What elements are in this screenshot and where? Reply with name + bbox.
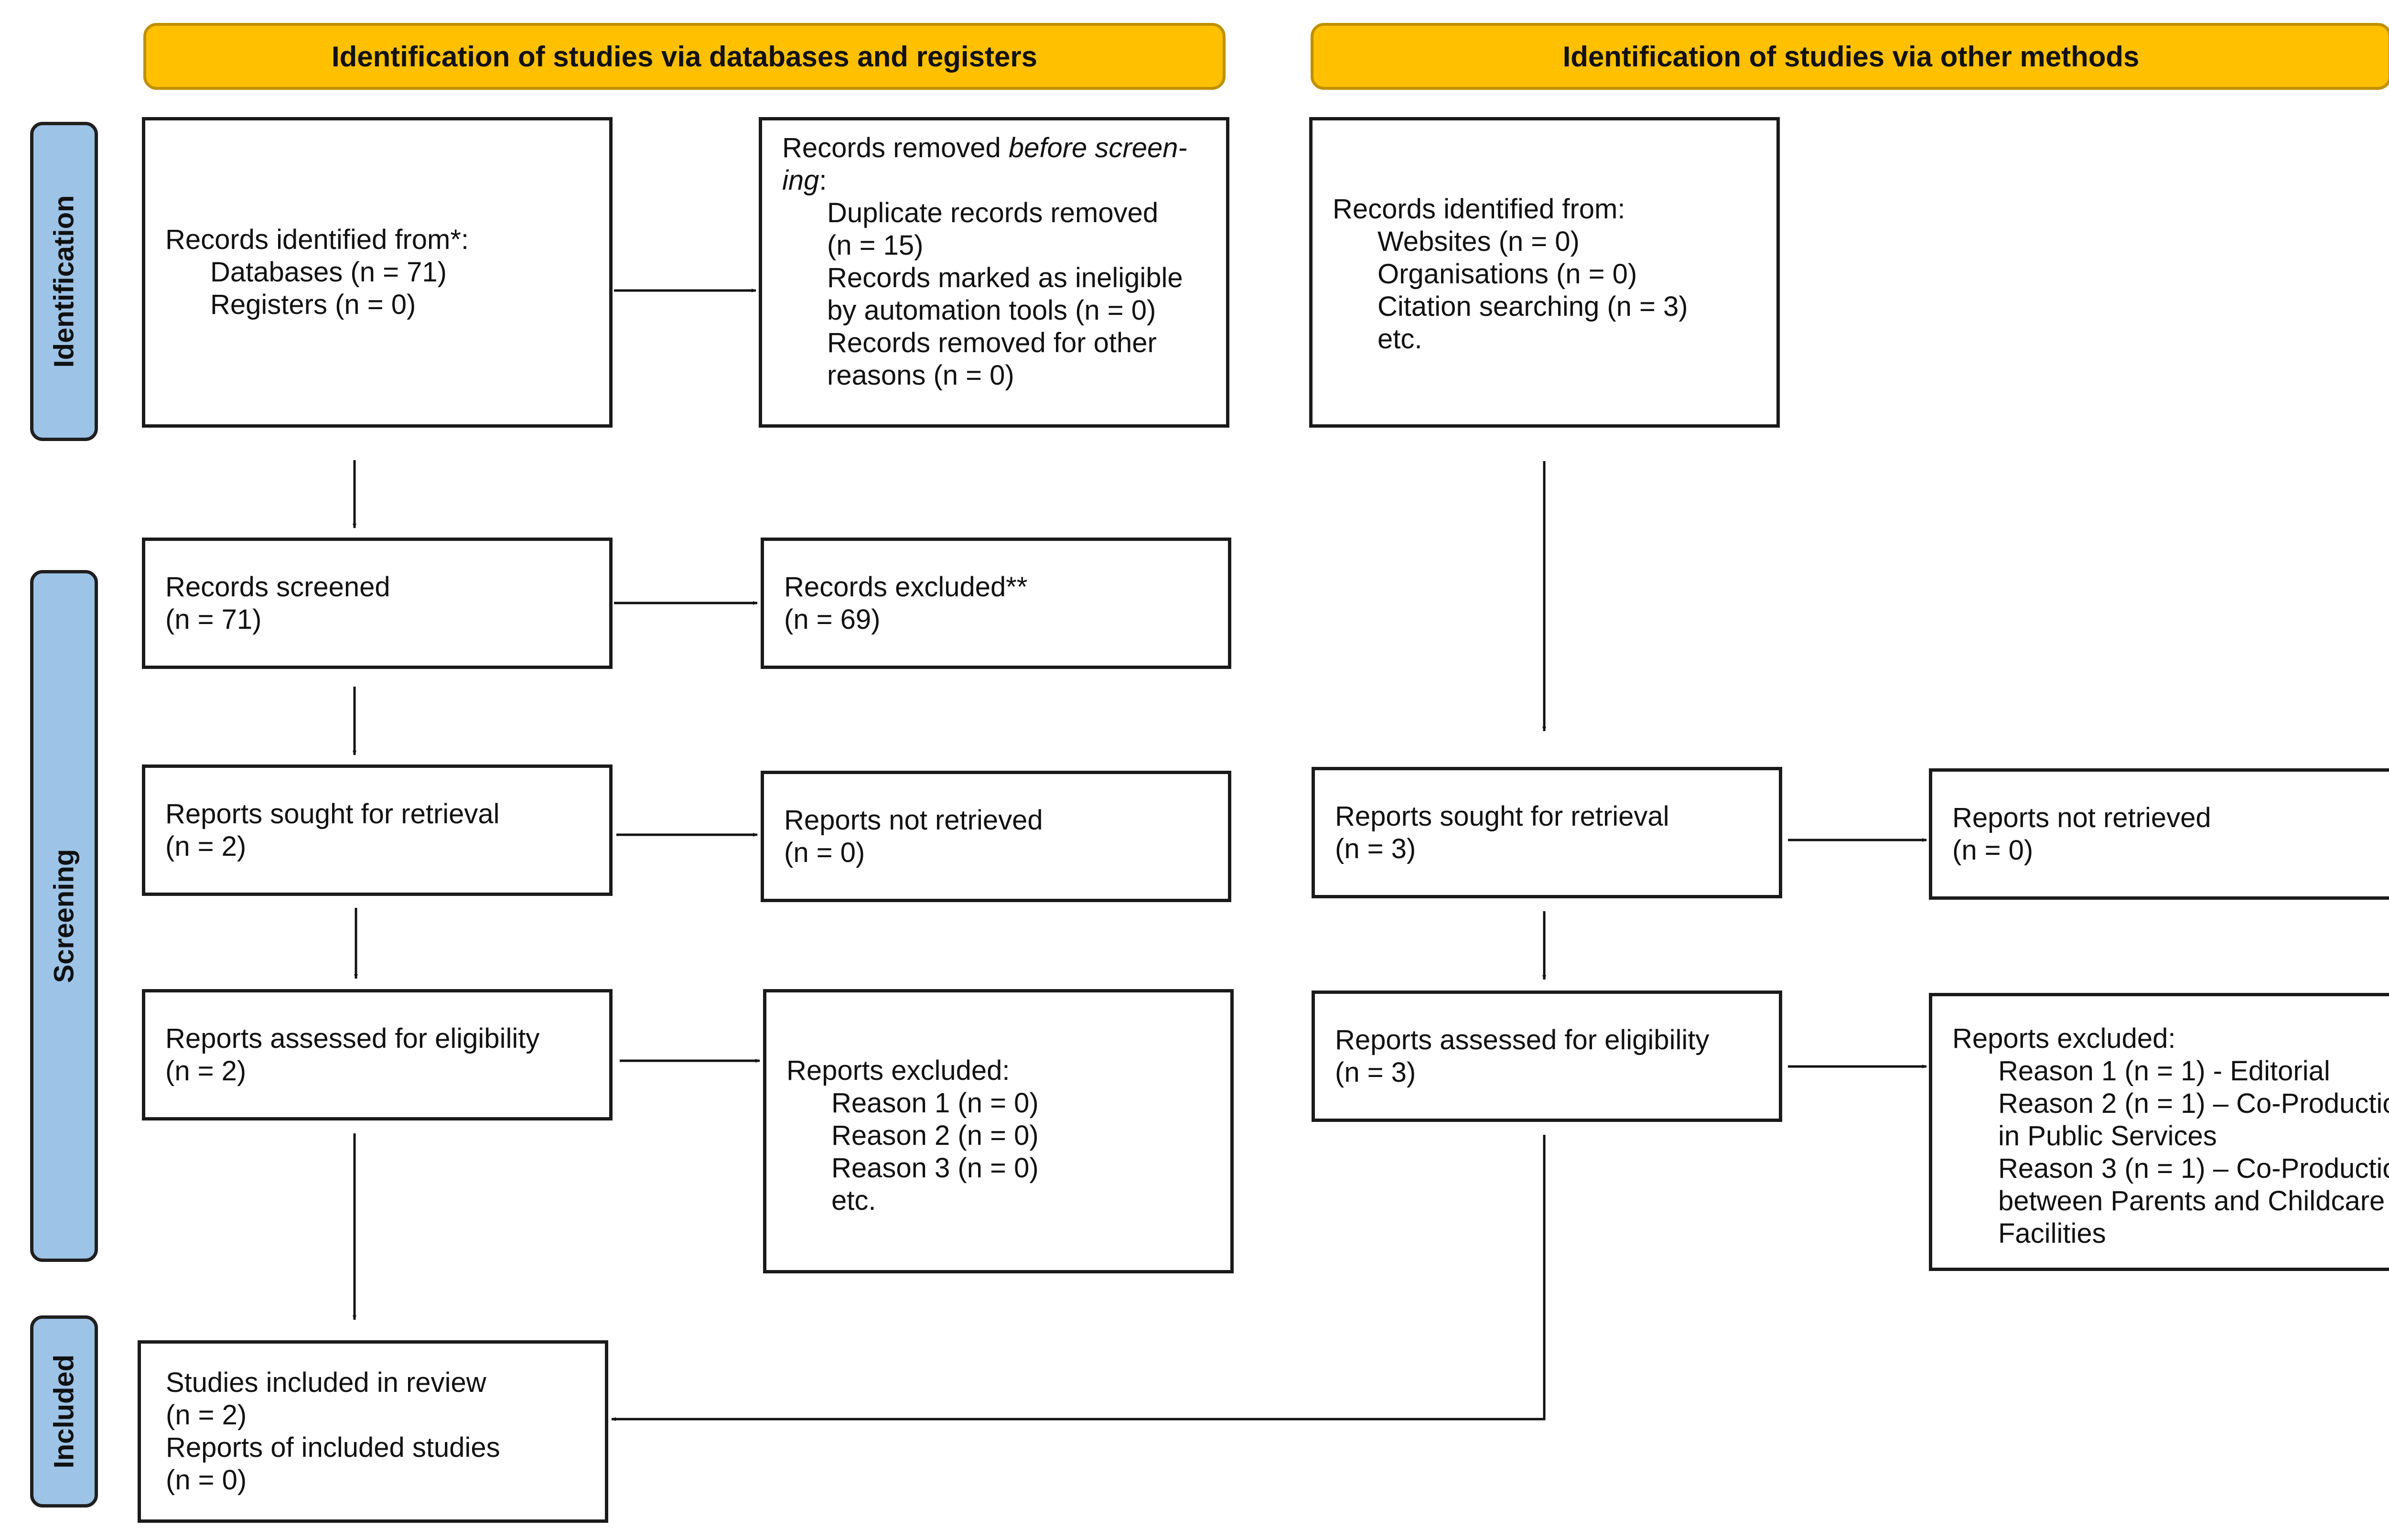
- other-reason-3: Reason 3 (n = 1) – Co-Production: [1998, 1153, 2389, 1184]
- studies-included-title: Studies included in review: [166, 1367, 486, 1398]
- records-excluded-box: Records excluded** (n = 69): [761, 538, 1231, 669]
- reports-not-retrieved-box: Reports not retrieved (n = 0): [761, 771, 1231, 902]
- phase-identification: Identification: [30, 122, 98, 441]
- other-removed: Records removed for other: [827, 327, 1157, 358]
- other-reason-3-cont: between Parents and Childcare: [1998, 1185, 2385, 1217]
- reports-assessed-count: (n = 2): [165, 1055, 247, 1087]
- header-other-methods: Identification of studies via other meth…: [1311, 23, 2389, 90]
- registers-count: Registers (n = 0): [210, 289, 416, 320]
- reports-assessed-box: Reports assessed for eligibility (n = 2): [142, 989, 613, 1120]
- other-reason-3-cont2: Facilities: [1998, 1218, 2106, 1249]
- other-reports-assessed-box: Reports assessed for eligibility (n = 3): [1312, 991, 1782, 1122]
- other-reports-not-retrieved-title: Reports not retrieved: [1952, 802, 2211, 833]
- records-screened-title: Records screened: [165, 571, 390, 603]
- records-excluded-count: (n = 69): [784, 603, 881, 635]
- duplicate-removed: Duplicate records removed: [827, 197, 1159, 228]
- reports-sought-box: Reports sought for retrieval (n = 2): [142, 765, 613, 896]
- reports-included-title: Reports of included studies: [166, 1432, 500, 1463]
- citation-searching-count: Citation searching (n = 3): [1377, 291, 1688, 322]
- reports-assessed-title: Reports assessed for eligibility: [165, 1023, 540, 1054]
- other-reports-assessed-title: Reports assessed for eligibility: [1335, 1024, 1710, 1055]
- other-removed-count: reasons (n = 0): [827, 360, 1014, 391]
- websites-count: Websites (n = 0): [1377, 226, 1580, 257]
- reason-3: Reason 3 (n = 0): [831, 1152, 1039, 1184]
- records-excluded-title: Records excluded**: [784, 571, 1028, 603]
- reports-not-retrieved-title: Reports not retrieved: [784, 804, 1043, 836]
- other-reason-1: Reason 1 (n = 1) - Editorial: [1998, 1055, 2330, 1087]
- reports-sought-count: (n = 2): [165, 830, 247, 862]
- reasons-etc: etc.: [831, 1185, 876, 1216]
- reports-included-count: (n = 0): [166, 1465, 247, 1496]
- ineligible-marked: Records marked as ineligible: [827, 262, 1183, 293]
- reports-excluded-title: Reports excluded:: [786, 1055, 1010, 1086]
- other-reports-sought-title: Reports sought for retrieval: [1335, 800, 1669, 832]
- studies-included-box: Studies included in review (n = 2) Repor…: [138, 1340, 608, 1523]
- other-reason-2: Reason 2 (n = 1) – Co-Production: [1998, 1088, 2389, 1119]
- other-reports-not-retrieved-box: Reports not retrieved (n = 0): [1929, 768, 2389, 900]
- records-removed-title: Records removed before screen-: [782, 132, 1187, 163]
- records-identified-title: Records identified from*:: [165, 224, 469, 255]
- organisations-count: Organisations (n = 0): [1377, 258, 1637, 290]
- other-identified-title: Records identified from:: [1333, 194, 1625, 225]
- phase-included: Included: [30, 1315, 98, 1508]
- records-identified-box: Records identified from*: Databases (n =…: [142, 117, 613, 428]
- reason-1: Reason 1 (n = 0): [831, 1088, 1039, 1119]
- reports-excluded-box: Reports excluded: Reason 1 (n = 0) Reaso…: [763, 989, 1234, 1273]
- records-screened-count: (n = 71): [165, 603, 262, 635]
- other-reports-excluded-box: Reports excluded: Reason 1 (n = 1) - Edi…: [1929, 993, 2389, 1271]
- phase-screening: Screening: [30, 570, 98, 1262]
- other-reports-not-retrieved-count: (n = 0): [1952, 834, 2034, 866]
- records-removed-box: Records removed before screen- ing: Dupl…: [759, 117, 1229, 428]
- databases-count: Databases (n = 71): [210, 257, 447, 288]
- other-reports-assessed-count: (n = 3): [1335, 1056, 1416, 1088]
- studies-included-count: (n = 2): [166, 1400, 247, 1431]
- reports-not-retrieved-count: (n = 0): [784, 837, 865, 868]
- other-records-identified-box: Records identified from: Websites (n = 0…: [1309, 117, 1780, 428]
- other-reports-sought-count: (n = 3): [1335, 833, 1416, 864]
- other-reports-excluded-title: Reports excluded:: [1952, 1023, 2176, 1054]
- duplicate-removed-count: (n = 15): [827, 230, 924, 261]
- reports-sought-title: Reports sought for retrieval: [165, 798, 500, 829]
- other-reports-sought-box: Reports sought for retrieval (n = 3): [1312, 767, 1782, 898]
- ineligible-marked-count: by automation tools (n = 0): [827, 295, 1156, 326]
- other-reason-2-cont: in Public Services: [1998, 1120, 2217, 1152]
- header-other-label: Identification of studies via other meth…: [1562, 40, 2140, 73]
- header-databases-label: Identification of studies via databases …: [331, 40, 1038, 73]
- records-removed-title-cont: ing:: [782, 165, 827, 196]
- arrow-other-assessed-to-included: [611, 1135, 1546, 1421]
- header-databases-registers: Identification of studies via databases …: [143, 23, 1226, 90]
- other-identified-etc: etc.: [1377, 323, 1422, 355]
- records-screened-box: Records screened (n = 71): [142, 538, 613, 669]
- reason-2: Reason 2 (n = 0): [831, 1120, 1039, 1151]
